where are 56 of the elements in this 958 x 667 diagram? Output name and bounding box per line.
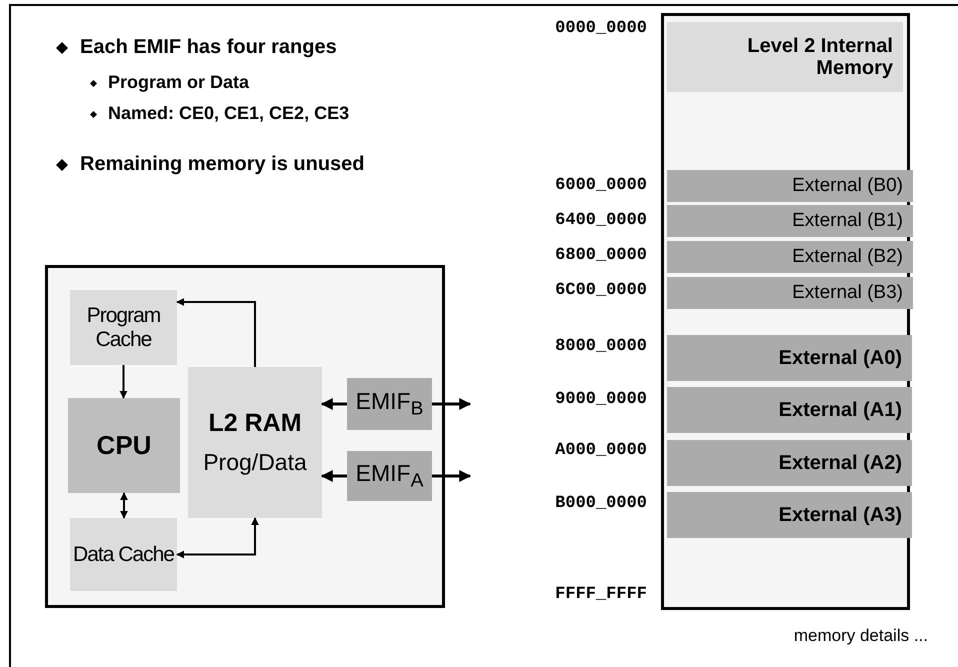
arrow: [432, 470, 472, 482]
caption-note: memory details ...: [794, 626, 928, 646]
arrow: [176, 517, 259, 558]
node-label: EMIF$_{A}$: [356, 460, 424, 492]
node-label: External (B0): [792, 176, 903, 196]
node-label: External (B2): [792, 246, 903, 268]
memory-region: [667, 440, 912, 486]
node-label: L2 RAM: [208, 410, 302, 438]
arrow: [320, 470, 347, 482]
memory-region: [667, 492, 912, 538]
address-label: 0000_0000: [554, 19, 647, 38]
address-label: 8000_0000: [554, 337, 647, 356]
interface-box: [347, 378, 432, 430]
bullet-text: Named: CE0, CE1, CE2, CE3: [108, 103, 350, 124]
node-label: Data Cache: [73, 542, 174, 566]
address-label: 6800_0000: [554, 246, 647, 265]
node-label: External (B3): [792, 282, 903, 304]
memory-region: [667, 205, 913, 237]
cache-box: [70, 290, 177, 365]
address-label: 6000_0000: [554, 176, 647, 195]
arrow: [176, 298, 256, 367]
node-label: Level 2 Internal Memory: [746, 35, 893, 79]
memory-region: [667, 335, 912, 381]
interface-box: [347, 451, 432, 501]
arrow: [120, 492, 128, 519]
memory-map: [661, 13, 910, 610]
arrow: [432, 398, 472, 410]
node-label: External (A2): [778, 452, 902, 474]
address-label: 6400_0000: [554, 211, 647, 230]
bullet-text: Remaining memory is unused: [80, 153, 365, 176]
node-label: External (B1): [792, 210, 903, 232]
arrow: [320, 398, 347, 410]
address-label: 9000_0000: [554, 390, 647, 409]
memory-region: [667, 170, 913, 202]
memory-block: [188, 367, 322, 518]
bullet-text: Each EMIF has four ranges: [80, 36, 337, 59]
address-label: FFFF_FFFF: [554, 585, 647, 604]
memory-region: [667, 22, 903, 92]
memory-region: [667, 277, 913, 309]
cpu-box: [68, 398, 180, 493]
node-label: External (A3): [778, 504, 902, 526]
bullet-text: Program or Data: [108, 72, 250, 93]
node-sublabel: Prog/Data: [203, 450, 307, 475]
node-label: EMIF$_{B}$: [356, 388, 424, 420]
cache-box: [70, 518, 177, 591]
address-label: B000_0000: [554, 494, 647, 513]
memory-region: [667, 387, 912, 433]
memory-region: [667, 241, 913, 273]
node-label: CPU: [96, 431, 152, 460]
chip-block: [45, 265, 445, 608]
node-label: External (A1): [778, 399, 902, 421]
address-label: A000_0000: [554, 441, 647, 460]
node-label: External (A0): [778, 347, 902, 369]
address-label: 6C00_0000: [554, 281, 647, 300]
node-label: Program Cache: [86, 304, 162, 351]
arrow: [120, 365, 128, 399]
